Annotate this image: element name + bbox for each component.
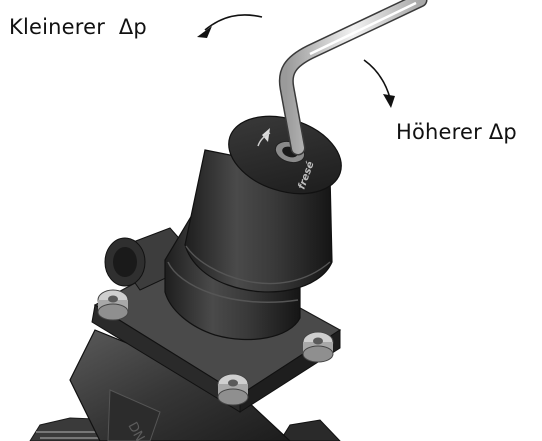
counterclockwise-arrow-icon: [197, 14, 263, 38]
side-port: [104, 227, 201, 291]
hex-key-icon: [278, 0, 428, 156]
bolt-icon: [217, 373, 249, 406]
clockwise-arrow-icon: [363, 59, 395, 108]
valve-lower-body: DN: [29, 329, 341, 441]
valve-actuator-cylinder: [184, 115, 342, 293]
bolt-icon: [302, 331, 334, 363]
embossed-mark: DN: [124, 420, 147, 441]
bolt-icon: [97, 289, 129, 321]
increase-pressure-label: Höherer Δp: [396, 120, 517, 144]
decrease-pressure-label: Kleinerer Δp: [9, 15, 147, 39]
